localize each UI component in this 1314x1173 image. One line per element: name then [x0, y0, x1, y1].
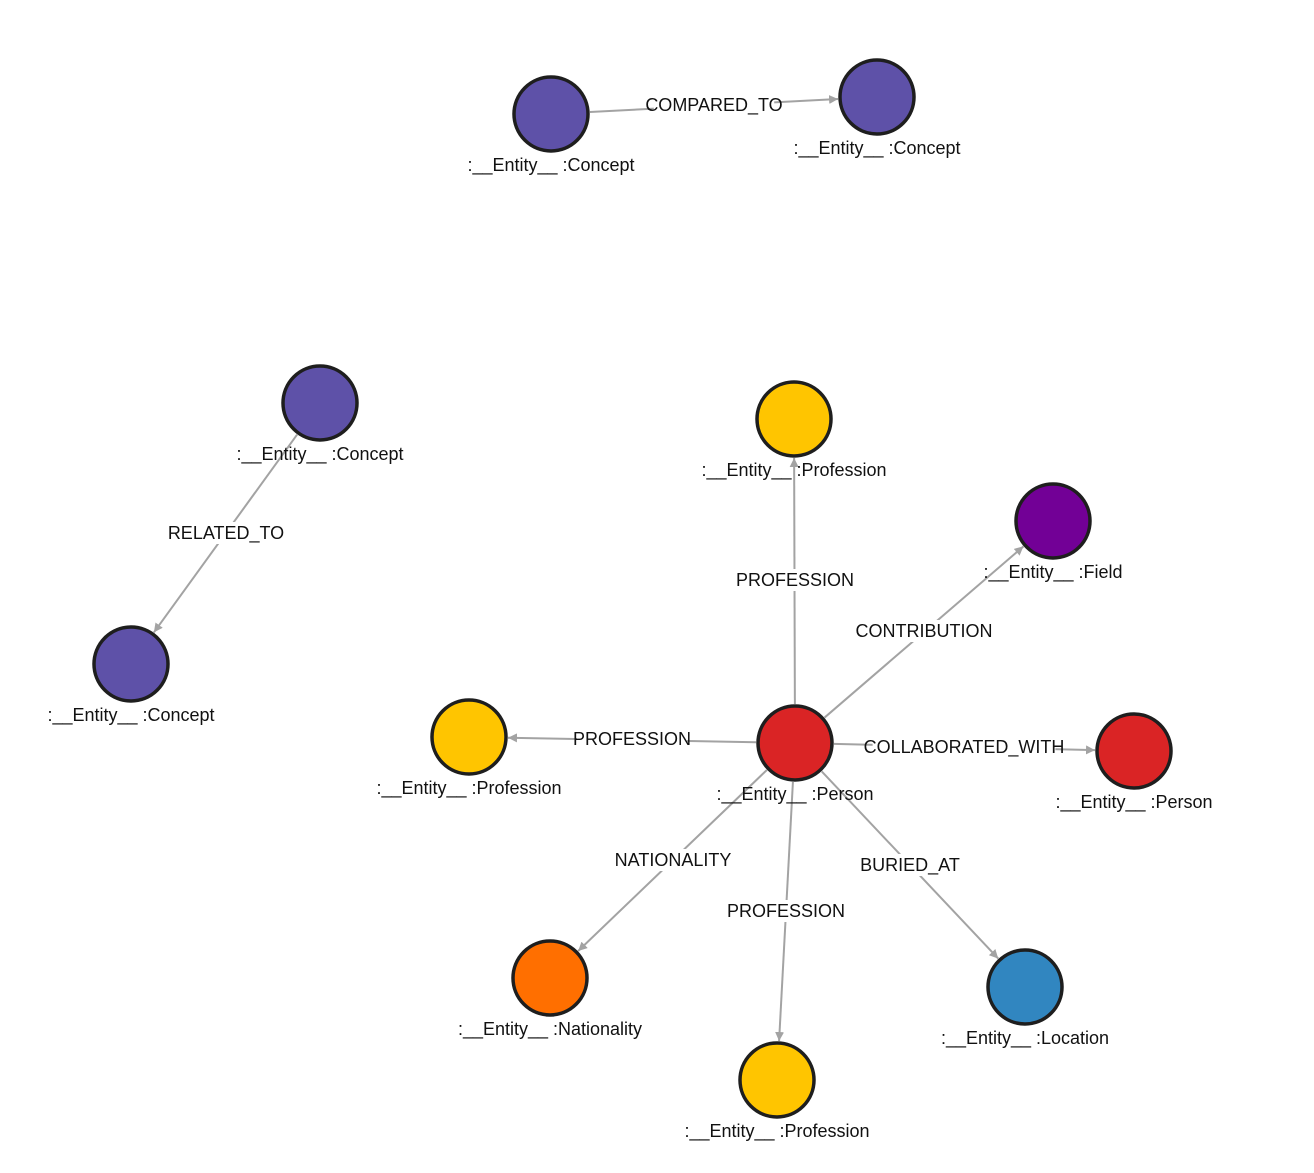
node-concept[interactable]: :__Entity__ :Concept: [236, 364, 404, 465]
node-label: :__Entity__ :Concept: [47, 705, 214, 726]
node-profession[interactable]: :__Entity__ :Profession: [701, 380, 887, 481]
edge-label-background: [858, 620, 990, 642]
node-person[interactable]: :__Entity__ :Person: [1055, 712, 1213, 813]
edge-label: CONTRIBUTION: [856, 621, 993, 641]
edge-label-background: [740, 569, 850, 591]
node-profession[interactable]: :__Entity__ :Profession: [684, 1041, 870, 1142]
edge-label: NATIONALITY: [615, 850, 732, 870]
edge-label: COLLABORATED_WITH: [864, 737, 1065, 758]
edge-label: COMPARED_TO: [645, 95, 782, 116]
node-field[interactable]: :__Entity__ :Field: [983, 482, 1123, 583]
node-circle[interactable]: [738, 1041, 816, 1119]
node-label: :__Entity__ :Concept: [467, 155, 634, 176]
node-concept[interactable]: :__Entity__ :Concept: [47, 625, 215, 726]
edges-layer: COMPARED_TO RELATED_TO PROFESSION CONTRIBUT…: [153, 94, 1096, 1042]
node-label: :__Entity__ :Profession: [684, 1121, 869, 1142]
node-circle[interactable]: [1095, 712, 1173, 790]
node-circle[interactable]: [511, 939, 589, 1017]
edge-label-background: [577, 728, 687, 750]
node-label: :__Entity__ :Person: [1055, 792, 1212, 813]
edge-label: RELATED_TO: [168, 523, 284, 544]
node-label: :__Entity__ :Field: [983, 562, 1122, 583]
node-label: :__Entity__ :Concept: [793, 138, 960, 159]
node-circle[interactable]: [755, 380, 833, 458]
node-circle[interactable]: [92, 625, 170, 703]
node-nationality[interactable]: :__Entity__ :Nationality: [458, 939, 642, 1040]
edge-related-to[interactable]: RELATED_TO: [153, 434, 298, 633]
node-circle[interactable]: [512, 75, 590, 153]
edge-label-background: [653, 94, 775, 116]
node-label: :__Entity__ :Profession: [376, 778, 561, 799]
node-circle[interactable]: [430, 698, 508, 776]
edge-label-background: [171, 522, 281, 544]
node-circle[interactable]: [756, 704, 834, 782]
edge-label: BURIED_AT: [860, 855, 960, 876]
edge-profession[interactable]: PROFESSION: [727, 781, 845, 1042]
node-concept[interactable]: :__Entity__ :Concept: [793, 58, 961, 159]
edge-label-background: [731, 900, 841, 922]
node-circle[interactable]: [986, 948, 1064, 1026]
node-circle[interactable]: [838, 58, 916, 136]
node-location[interactable]: :__Entity__ :Location: [941, 948, 1109, 1049]
edge-contribution[interactable]: CONTRIBUTION: [823, 545, 1025, 719]
node-person[interactable]: :__Entity__ :Person: [716, 704, 874, 805]
node-label: :__Entity__ :Location: [941, 1028, 1109, 1049]
nodes-layer: :__Entity__ :Concept :__Entity__ :Concept…: [47, 58, 1213, 1142]
edge-label: PROFESSION: [727, 901, 845, 921]
node-label: :__Entity__ :Nationality: [458, 1019, 642, 1040]
node-label: :__Entity__ :Concept: [236, 444, 403, 465]
node-concept[interactable]: :__Entity__ :Concept: [467, 75, 635, 176]
node-label: :__Entity__ :Person: [716, 784, 873, 805]
node-circle[interactable]: [1014, 482, 1092, 560]
edge-profession[interactable]: PROFESSION: [507, 728, 757, 750]
edge-nationality[interactable]: NATIONALITY: [577, 769, 768, 952]
node-profession[interactable]: :__Entity__ :Profession: [376, 698, 562, 799]
edge-label: PROFESSION: [736, 570, 854, 590]
edge-compared-to[interactable]: COMPARED_TO: [589, 94, 839, 116]
edge-label: PROFESSION: [573, 729, 691, 749]
node-label: :__Entity__ :Profession: [701, 460, 886, 481]
edge-collaborated-with[interactable]: COLLABORATED_WITH: [833, 736, 1096, 758]
edge-buried-at[interactable]: BURIED_AT: [821, 770, 999, 960]
node-circle[interactable]: [281, 364, 359, 442]
edge-profession[interactable]: PROFESSION: [736, 457, 854, 705]
edge-label-background: [612, 849, 734, 871]
edge-label-background: [872, 736, 1056, 758]
edge-label-background: [860, 854, 960, 876]
